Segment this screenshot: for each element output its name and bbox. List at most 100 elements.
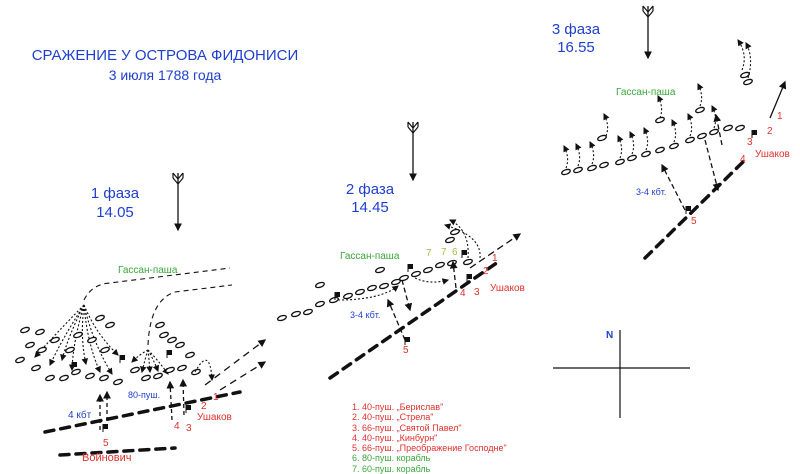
flagship-flag (72, 362, 77, 367)
turkish-ship (615, 158, 625, 166)
russian-line (43, 390, 242, 434)
turkish-ship (113, 378, 123, 386)
phase-2-ship-2: 2 (483, 266, 489, 277)
turkish-ship (561, 168, 571, 176)
phase-1-distance: 4 кбт (68, 410, 92, 421)
turkish-ship (709, 128, 719, 136)
turkish-ship (37, 346, 47, 354)
flagship-flag (408, 264, 413, 269)
phase-2-ship-5: 5 (403, 345, 409, 356)
turkish-ship (175, 341, 185, 349)
turkish-ship (73, 331, 83, 339)
turkish-ship (723, 124, 733, 132)
wind-arrow-feather (642, 5, 654, 18)
turkish-ship (45, 374, 55, 382)
phase-1-fan-course (49, 304, 85, 366)
phase-2-turkish-course (337, 285, 399, 301)
turkish-ship (71, 368, 81, 376)
ship-legend: 1. 40-пуш. „Берислав" 2. 40-пуш. „Стрела… (352, 402, 507, 474)
turkish-ship (743, 78, 753, 86)
turkish-ship (315, 300, 325, 308)
turkish-ship (100, 346, 110, 354)
turkish-ship (99, 374, 109, 382)
legend-item: 3. 66-пуш. „Святой Павел" (352, 422, 462, 433)
turkish-ship (379, 282, 389, 290)
phase-3-turkish-escape (745, 42, 752, 79)
phase-1-fan-course (131, 349, 149, 363)
turkish-ship (25, 341, 35, 349)
diagram-date: 3 июля 1788 года (108, 67, 222, 83)
turkish-ship (130, 366, 140, 374)
phase-2-turkish-course (449, 219, 469, 259)
phase-2-approach (449, 260, 458, 289)
phase-2-turkish-course (414, 277, 450, 285)
phase-1-80-gun-label: 80-пуш. (128, 390, 161, 400)
phase-2-ship-7b: 7 (441, 247, 447, 258)
phase-3-ship-3: 3 (747, 137, 753, 148)
turkish-ship (20, 326, 30, 334)
flagship-flag (186, 405, 191, 410)
turkish-ship (105, 321, 115, 329)
phase-1-ship-2: 2 (201, 401, 207, 412)
phase-3-turkish-escape (697, 83, 704, 107)
phase-1-fan-course (147, 349, 169, 375)
turkish-ship (177, 364, 187, 372)
phase-3-name: 3 фаза (551, 21, 601, 38)
turkish-ship (735, 124, 745, 132)
turkish-ship (599, 161, 609, 169)
turkish-ship (445, 236, 455, 244)
turkish-ship (277, 314, 287, 322)
phase-1-turkish-course (147, 284, 233, 346)
phase-1-turkish-commander: Гассан-паша (118, 265, 178, 276)
phase-3-turkish-escape (603, 113, 610, 137)
phase-3-turkish-escape (711, 105, 718, 129)
phase-3-turkish-escape (589, 141, 596, 165)
turkish-ship (367, 284, 377, 292)
phase-1-ushakov: Ушаков (197, 412, 232, 423)
phase-2-ship-6: 6 (452, 247, 458, 258)
turkish-ship (695, 106, 705, 114)
phase-3-turkish-escape (643, 127, 650, 151)
diagram-title: СРАЖЕНИЕ У ОСТРОВА ФИДОНИСИ (31, 47, 299, 64)
phase-1-name: 1 фаза (90, 185, 140, 202)
phase-3-ship-1: 1 (777, 111, 783, 122)
turkish-ship (597, 134, 607, 142)
phase-2-vanguard-course (469, 233, 522, 269)
turkish-ship (573, 166, 583, 174)
phase-3-approach (713, 113, 723, 146)
turkish-ship (411, 270, 421, 278)
phase-1-fan-course (81, 304, 88, 366)
turkish-ship (87, 336, 97, 344)
phase-1-fan-course (147, 349, 160, 373)
phase-2-ship-4: 4 (460, 288, 466, 299)
phase-2-name: 2 фаза (345, 181, 395, 198)
turkish-ship (65, 346, 75, 354)
phase-1-fan-course (83, 304, 113, 375)
turkish-ship (627, 154, 637, 162)
turkish-ship (153, 372, 163, 380)
phase-1-approach (179, 378, 188, 416)
phase-3-turkish-escape (657, 95, 664, 119)
legend-item: 5. 66-пуш. „Преображение Господне" (352, 443, 507, 454)
phase-3-ship-4: 4 (740, 154, 746, 165)
turkish-ship (329, 296, 339, 304)
phase-1-time: 14.05 (96, 204, 134, 221)
phase-3-turkish-escape (617, 135, 624, 159)
flagship-flag (167, 350, 172, 355)
turkish-ship (697, 132, 707, 140)
phase-3-approach (704, 139, 721, 192)
flagship-flag (120, 355, 125, 360)
phase-1-vanguard-course (204, 339, 267, 386)
phase-3-ship-2: 2 (767, 126, 773, 137)
flagship-flag (686, 206, 691, 211)
phase-1-vanguard-course (219, 361, 267, 391)
phase-2-time: 14.45 (351, 199, 389, 216)
legend-item: 4. 40-пуш. „Кинбурн" (352, 432, 438, 443)
turkish-ship (685, 136, 695, 144)
phase-1-fan-course (60, 304, 85, 362)
turkish-ship (343, 292, 353, 300)
phase-2-ship-7a: 7 (426, 248, 432, 259)
phase-1-voinovich: Войнович (82, 452, 132, 464)
turkish-ship (355, 288, 365, 296)
